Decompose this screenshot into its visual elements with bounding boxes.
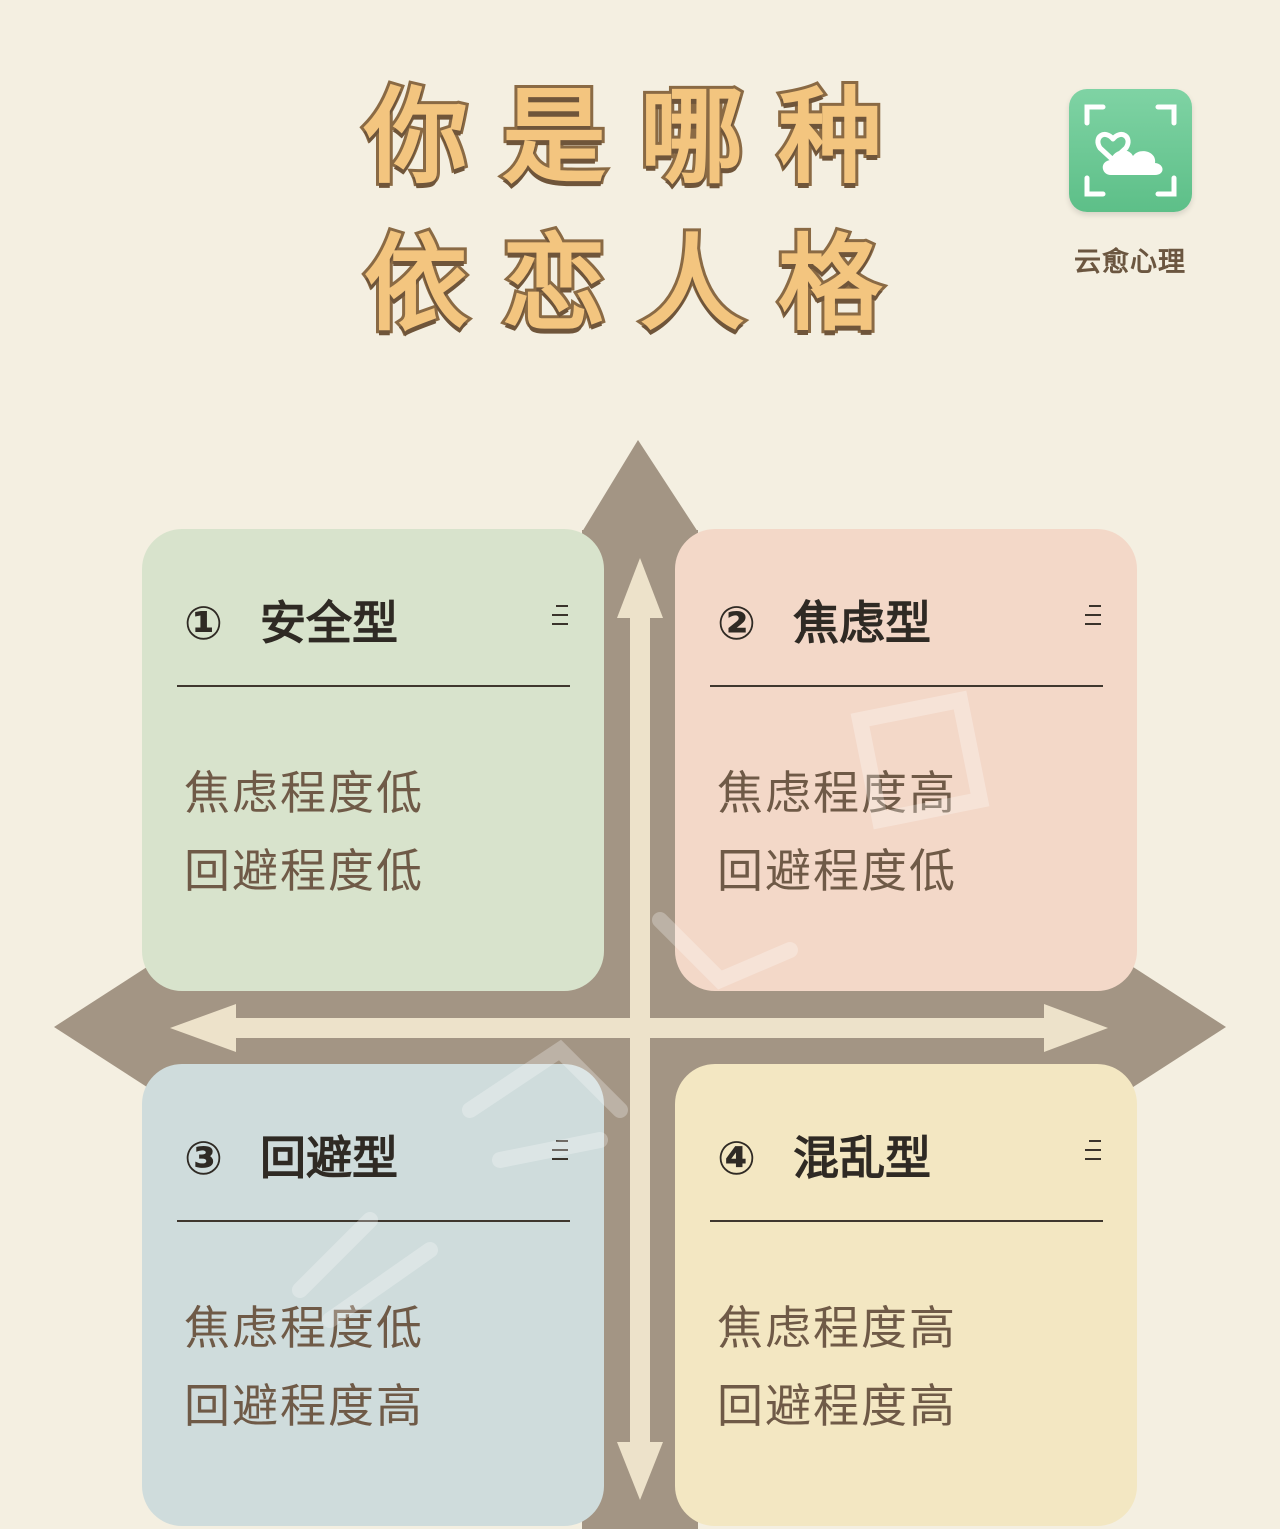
card-type-name: 焦虑型 [793,596,931,650]
card-divider [710,1220,1103,1222]
anxiety-level: 焦虑程度低 [184,1301,424,1355]
axis-inner [170,558,1108,1500]
card-number: ④ [717,1131,756,1185]
card-title: ① 安全型 [184,587,398,653]
card-number: ② [717,596,756,650]
menu-icon[interactable] [1085,1140,1101,1160]
page-title-line-2: 依恋人格 [361,223,916,345]
heart-cloud-icon [1084,104,1177,197]
quadrant-card-secure: ① 安全型 焦虑程度低 回避程度低 [142,529,604,991]
avoidance-level: 回避程度高 [717,1379,957,1433]
card-title: ② 焦虑型 [717,587,931,653]
card-divider [177,685,570,687]
card-type-name: 回避型 [260,1131,398,1185]
card-divider [177,1220,570,1222]
card-title: ③ 回避型 [184,1122,398,1188]
anxiety-level: 焦虑程度低 [184,766,424,820]
quadrant-card-avoidant: ③ 回避型 焦虑程度低 回避程度高 [142,1064,604,1526]
brand-name: 云愈心理 [1074,247,1186,278]
anxiety-level: 焦虑程度高 [717,1301,957,1355]
avoidance-level: 回避程度低 [717,844,957,898]
brand-logo [1069,89,1192,212]
anxiety-level: 焦虑程度高 [717,766,957,820]
quadrant-card-disorganized: ④ 混乱型 焦虑程度高 回避程度高 [675,1064,1137,1526]
avoidance-level: 回避程度高 [184,1379,424,1433]
card-title: ④ 混乱型 [717,1122,931,1188]
card-type-name: 混乱型 [793,1131,931,1185]
card-divider [710,685,1103,687]
card-number: ③ [184,1131,223,1185]
card-number: ① [184,596,223,650]
card-type-name: 安全型 [260,596,398,650]
page-title-line-1: 你是哪种 [361,76,916,198]
menu-icon[interactable] [552,1140,568,1160]
quadrant-card-anxious: ② 焦虑型 焦虑程度高 回避程度低 [675,529,1137,991]
menu-icon[interactable] [552,605,568,625]
avoidance-level: 回避程度低 [184,844,424,898]
menu-icon[interactable] [1085,605,1101,625]
